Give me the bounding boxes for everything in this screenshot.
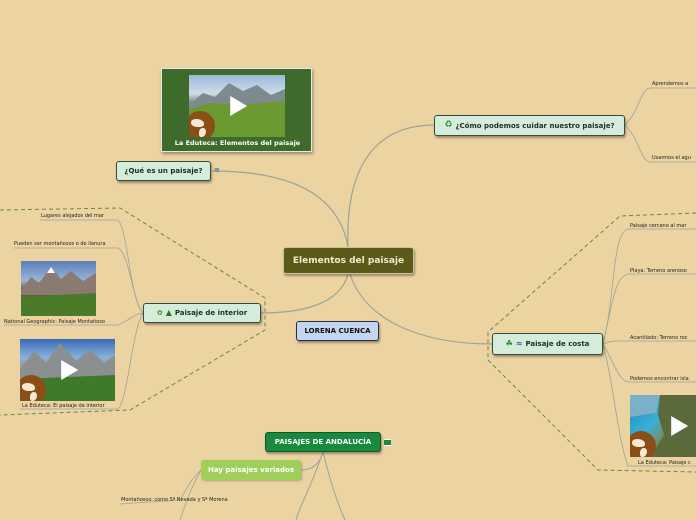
leaf-aprendemos[interactable]: Aprendemos a bbox=[652, 81, 689, 87]
leaf-lugares-alejados[interactable]: Lugares alejados del mar bbox=[41, 213, 104, 219]
central-topic[interactable]: Elementos del paisaje bbox=[283, 247, 414, 274]
video-eduteca-costa[interactable] bbox=[630, 395, 696, 457]
leaf-montanosos-sierras[interactable]: Montañosos: como Sª Nevada y Sª Morena bbox=[121, 497, 228, 503]
globe-logo-icon bbox=[189, 111, 215, 137]
leaf-playa[interactable]: Playa: Terreno arenoso bbox=[630, 268, 687, 274]
topic-label: Paisaje de interior bbox=[174, 309, 248, 317]
notes-icon[interactable]: ≡ bbox=[214, 166, 220, 174]
tree-icon: ▲ bbox=[165, 308, 172, 317]
caption-eduteca-interior: La Eduteca: El paisaje de interior bbox=[22, 403, 105, 409]
topic-que-es-paisaje[interactable]: ¿Qué es un paisaje? bbox=[116, 161, 211, 181]
author-label[interactable]: LORENA CUENCA bbox=[296, 321, 379, 341]
play-icon[interactable] bbox=[230, 96, 248, 116]
topic-paisaje-costa[interactable]: ☘ ≈ Paisaje de costa bbox=[492, 333, 603, 355]
video-eduteca-interior[interactable] bbox=[20, 339, 115, 401]
leaf-paisaje-cercano[interactable]: Paisaje cercano al mar bbox=[630, 223, 687, 229]
topic-label: PAISAJES DE ANDALUCÍA bbox=[274, 438, 372, 446]
topic-paisajes-andalucia[interactable]: PAISAJES DE ANDALUCÍA bbox=[265, 432, 381, 452]
subtopic-paisajes-variados[interactable]: Hay paisajes variados bbox=[201, 460, 301, 480]
palm-tree-icon: ☘ bbox=[505, 339, 513, 348]
leaf-acantilado[interactable]: Acantilado: Terreno roc bbox=[630, 335, 688, 341]
mountain-shape bbox=[21, 267, 96, 316]
video-thumbnail[interactable] bbox=[189, 75, 285, 137]
leaf-montanosos-llanura[interactable]: Pueden ser montañosos o de llanura bbox=[14, 241, 106, 247]
leaf-islas[interactable]: Podemos encontrar isla bbox=[630, 376, 689, 382]
play-icon[interactable] bbox=[60, 360, 78, 380]
topic-label: ¿Cómo podemos cuidar nuestro paisaje? bbox=[455, 121, 615, 130]
topic-label: ¿Qué es un paisaje? bbox=[124, 167, 203, 175]
video-caption: La Eduteca: Elementos del paisaje bbox=[174, 139, 301, 147]
globe-logo-icon bbox=[20, 375, 46, 401]
recycle-icon: ♻ bbox=[444, 120, 453, 130]
plant-icon: ✿ bbox=[156, 308, 163, 317]
subtopic-label: Hay paisajes variados bbox=[208, 466, 294, 474]
caption-natgeo: National Geographic: Paisaje Montañoso bbox=[4, 319, 105, 325]
topic-label: Paisaje de costa bbox=[525, 340, 590, 348]
image-natgeo-mountains[interactable] bbox=[21, 261, 96, 316]
play-icon[interactable] bbox=[670, 416, 688, 436]
author-name: LORENA CUENCA bbox=[304, 327, 371, 335]
flag-icon bbox=[384, 439, 391, 446]
topic-paisaje-interior[interactable]: ✿ ▲ Paisaje de interior bbox=[143, 303, 261, 323]
wave-icon: ≈ bbox=[515, 339, 523, 348]
leaf-usamos-agua[interactable]: Usarmos el agu bbox=[652, 155, 691, 161]
central-label: Elementos del paisaje bbox=[292, 255, 405, 266]
globe-logo-icon bbox=[630, 431, 656, 457]
topic-cuidar-paisaje[interactable]: ♻ ¿Cómo podemos cuidar nuestro paisaje? bbox=[434, 115, 625, 136]
caption-eduteca-costa: La Eduteca: Paisaje c bbox=[638, 460, 691, 466]
video-card-elementos[interactable]: La Eduteca: Elementos del paisaje bbox=[161, 68, 312, 152]
